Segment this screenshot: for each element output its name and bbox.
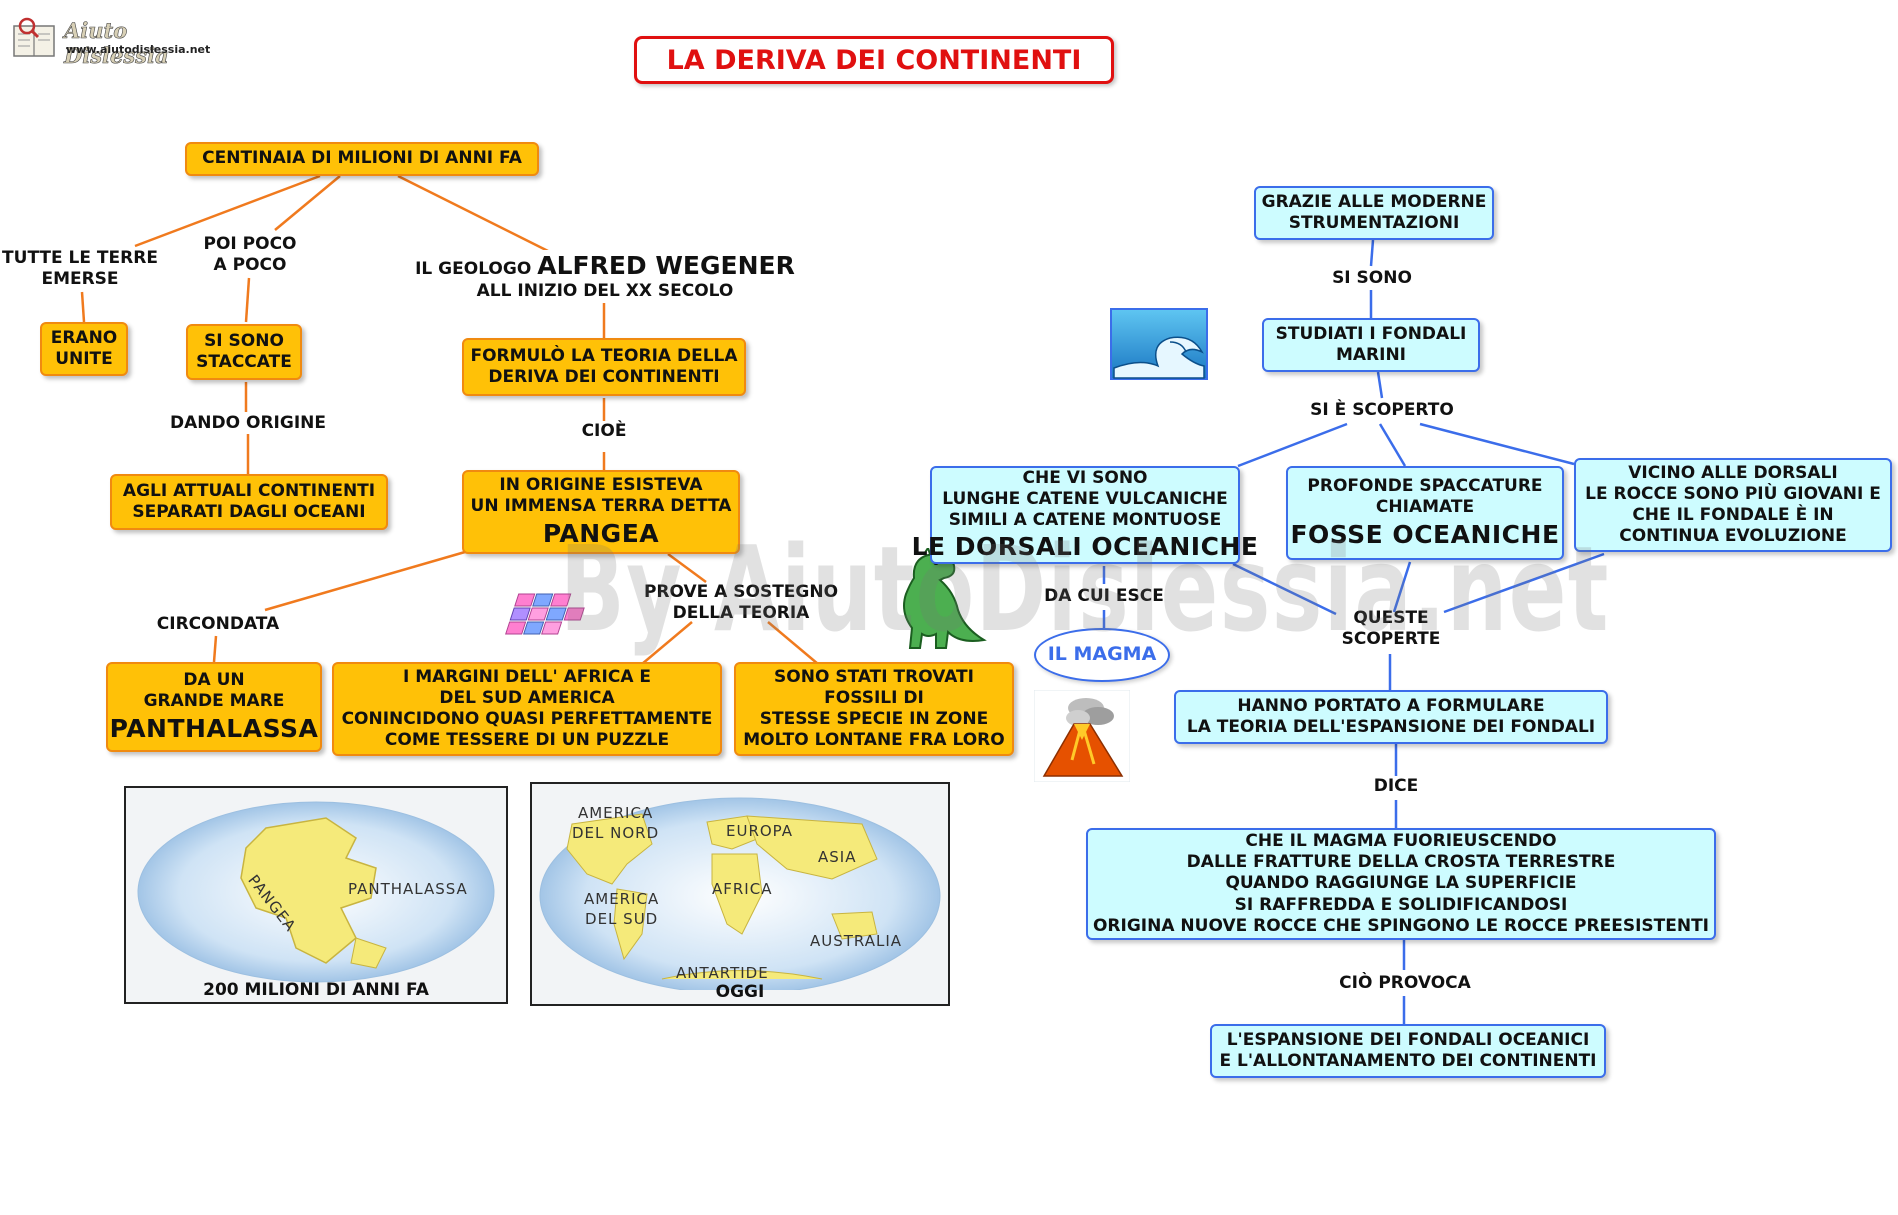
map-200-million-years: PANGEA PANTHALASSA 200 MILIONI DI ANNI F… <box>124 786 508 1004</box>
label-cio-provoca: CIÒ PROVOCA <box>1330 973 1480 995</box>
label-cioe: CIOÈ <box>570 421 638 443</box>
ocean-wave-icon <box>1110 308 1208 380</box>
map-label-australia: AUSTRALIA <box>810 932 903 950</box>
node-centinaia: CENTINAIA DI MILIONI DI ANNI FA <box>185 142 539 176</box>
logo-url: www.aiutodislessia.net <box>66 43 211 56</box>
world-globe <box>539 797 941 990</box>
map-label-panthalassa: PANTHALASSA <box>348 880 468 898</box>
map-label-africa: AFRICA <box>712 880 773 898</box>
map-caption-past: 200 MILIONI DI ANNI FA <box>203 980 429 1000</box>
puzzle-icon <box>505 593 585 635</box>
map-label-antartide: ANTARTIDE <box>676 964 769 982</box>
label-si-sono: SI SONO <box>1322 268 1422 290</box>
label-dice: DICE <box>1360 776 1432 798</box>
node-il-magma: IL MAGMA <box>1034 628 1170 682</box>
map-label-asia: ASIA <box>818 848 857 866</box>
label-si-e-scoperto: SI È SCOPERTO <box>1308 400 1456 422</box>
label-da-cui-esce: DA CUI ESCE <box>1044 586 1164 606</box>
watermark: By AiutoDislessia.net <box>560 520 1610 658</box>
label-geologo: IL GEOLOGO ALFRED WEGENER ALL INIZIO DEL… <box>410 250 800 303</box>
volcano-icon <box>1034 690 1130 782</box>
label-dando-origine: DANDO ORIGINE <box>160 413 336 435</box>
map-caption-today: OGGI <box>715 982 765 1002</box>
map-label-europa: EUROPA <box>726 822 794 840</box>
page-title: LA DERIVA DEI CONTINENTI <box>634 36 1114 84</box>
label-circondata: CIRCONDATA <box>148 614 288 636</box>
logo-title: Aiuto Dislessia <box>64 18 169 69</box>
pangea-globe <box>137 801 495 983</box>
book-magnifier-icon <box>13 17 55 57</box>
site-logo[interactable]: Aiuto Dislessia www.aiutodislessia.net <box>12 16 212 68</box>
